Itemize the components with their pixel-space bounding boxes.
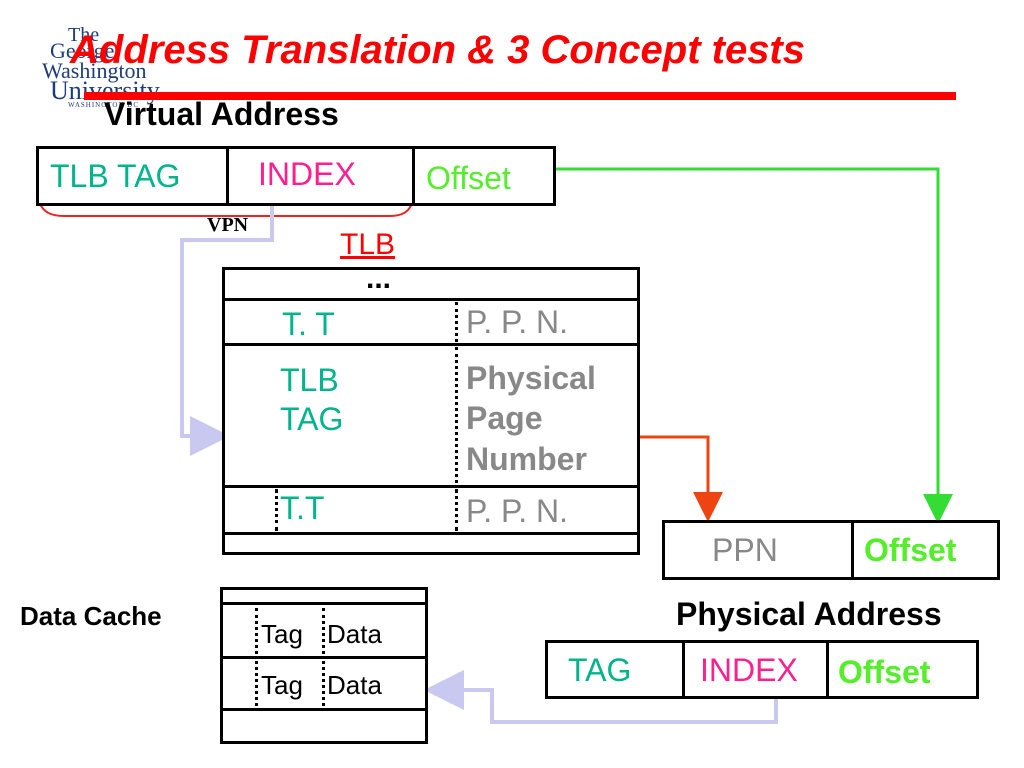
dc-row2-mid-sep <box>322 661 325 706</box>
va-divider-1 <box>226 146 229 206</box>
dc-row2-data: Data <box>327 670 382 700</box>
va-offset-field: Offset <box>426 160 511 196</box>
ca-divider-1 <box>682 640 685 699</box>
tlb-row2-tag-line2: TAG <box>280 401 344 437</box>
tlb-row1-tag: T. T <box>282 306 335 342</box>
tlb-row3-separator <box>455 489 458 531</box>
university-logo: The George Washington University WASHING… <box>40 24 164 109</box>
tlb-row1-ppn: P. P. N. <box>466 304 568 340</box>
vpn-label: VPN <box>207 214 249 236</box>
title-underline <box>84 92 956 100</box>
dc-rule-3 <box>220 708 428 711</box>
tlb-rule-2 <box>222 343 640 346</box>
physical-address-box <box>662 520 1000 580</box>
tlb-row2-ppn-line1: Physical <box>466 360 596 396</box>
tlb-ellipsis: ... <box>366 262 392 295</box>
pa-ppn-field: PPN <box>712 532 778 568</box>
pa-offset-field: Offset <box>864 532 957 568</box>
ca-tag-field: TAG <box>568 652 632 688</box>
tlb-label: TLB <box>340 228 396 261</box>
dc-row1-mid-sep <box>322 608 325 654</box>
cache-address-box <box>545 640 979 699</box>
tlb-row2-ppn-line3: Number <box>466 441 587 477</box>
vpn-brace <box>39 202 413 217</box>
va-index-field: INDEX <box>258 156 356 192</box>
virtual-address-label: Virtual Address <box>104 96 339 132</box>
va-divider-2 <box>412 146 415 206</box>
ca-offset-field: Offset <box>838 654 931 690</box>
tlb-rule-1 <box>222 298 640 301</box>
dc-row1-data: Data <box>327 619 382 649</box>
tlb-row3-tag: T.T <box>280 490 325 526</box>
tlb-row2-tag-line1: TLB <box>280 362 339 398</box>
logo-line-2: George <box>50 38 115 63</box>
data-cache-label: Data Cache <box>20 601 162 631</box>
dc-row2-left-sep <box>255 661 258 706</box>
tlb-row3-ppn: P. P. N. <box>466 493 568 529</box>
pa-divider <box>851 520 854 580</box>
offset-to-physical-offset-arrow <box>555 167 953 524</box>
logo-line-4: University <box>50 76 160 105</box>
tlb-row1-separator <box>455 302 458 342</box>
va-tlb-tag-field: TLB TAG <box>50 158 181 194</box>
physical-address-label: Physical Address <box>676 596 942 632</box>
index-to-data-cache-arrow <box>424 670 778 724</box>
ca-divider-2 <box>826 640 829 699</box>
slide-title: Address Translation & 3 Concept tests <box>70 28 805 72</box>
tlb-box <box>222 267 640 555</box>
virtual-address-box <box>36 146 556 206</box>
dc-rule-2 <box>220 656 428 659</box>
logo-line-5: WASHINGTON DC <box>68 101 140 109</box>
tlb-row3-left-separator <box>275 489 278 531</box>
vpn-to-tlb-arrow <box>180 205 274 456</box>
dc-row1-left-sep <box>255 608 258 654</box>
ca-index-field: INDEX <box>700 652 798 688</box>
logo-line-1: The <box>68 24 100 46</box>
tlb-row2-separator <box>455 347 458 483</box>
dc-row1-tag: Tag <box>261 619 303 649</box>
ppn-to-physical-address-arrow <box>640 435 723 522</box>
dc-row2-tag: Tag <box>261 670 303 700</box>
tlb-row2-ppn-line2: Page <box>466 400 543 436</box>
dc-rule-1 <box>220 602 428 605</box>
tlb-rule-4 <box>222 532 640 535</box>
logo-line-3: Washington <box>42 58 147 83</box>
tlb-rule-3 <box>222 485 640 488</box>
